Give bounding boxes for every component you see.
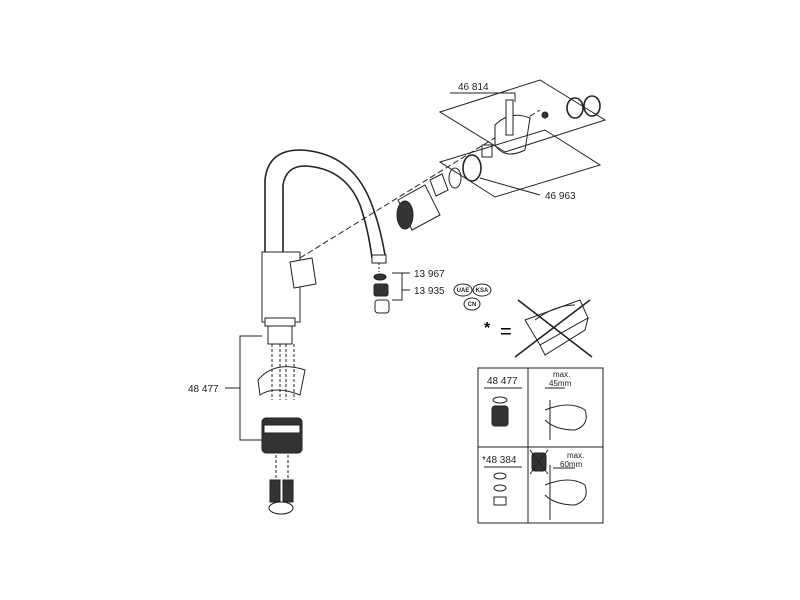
faucet-body [261, 149, 387, 345]
table-part-48477: 48 477 [487, 376, 518, 387]
max-value-45: 45mm [549, 379, 572, 388]
asterisk: * [484, 320, 491, 337]
part-label-13967: 13 967 [414, 269, 445, 280]
part-label-46963: 46 963 [545, 191, 576, 202]
hoses [257, 344, 306, 515]
svg-text:CN: CN [468, 302, 477, 308]
svg-text:KSA: KSA [476, 288, 489, 294]
part-label-13935: 13 935 [414, 286, 445, 297]
aerator-parts [373, 263, 410, 314]
install-table [477, 367, 604, 524]
max-label-2: max. [567, 451, 584, 460]
region-badges: UAE KSA CN [453, 283, 492, 311]
table-part-48384: *48 384 [482, 455, 517, 466]
part-label-46814: 46 814 [458, 82, 489, 93]
part-label-48477: 48 477 [188, 384, 219, 395]
no-grease-icon [514, 299, 593, 358]
svg-text:UAE: UAE [457, 288, 470, 294]
equals-sign: = [500, 321, 512, 343]
max-value-60: 60mm [560, 460, 583, 469]
cartridge-assembly [299, 79, 607, 259]
max-label-1: max. [553, 370, 570, 379]
